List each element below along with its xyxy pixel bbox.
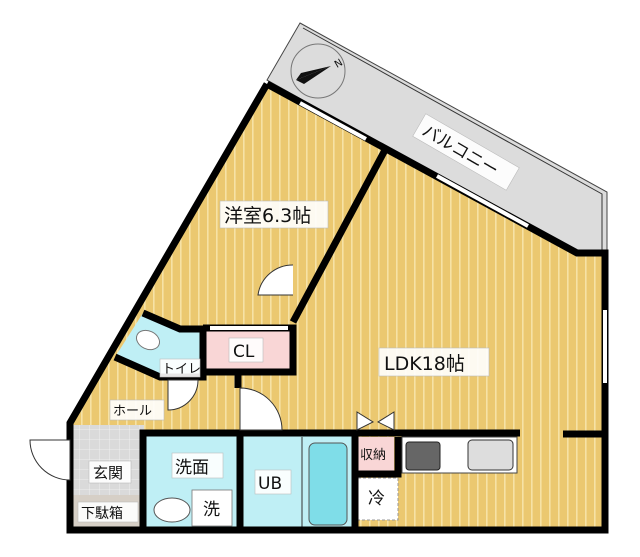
label-entrance: 玄関 [93, 464, 123, 482]
entrance-floor [72, 425, 144, 495]
label-fridge: 冷 [368, 489, 385, 509]
label-toilet: トイレ [162, 362, 201, 377]
label-western-room: 洋室6.3帖 [224, 205, 311, 227]
label-storage: 収納 [360, 448, 386, 463]
storage-closet [357, 437, 394, 472]
exterior-wall [66, 80, 609, 534]
fridge-space [357, 477, 399, 521]
toilet-bowl-icon [135, 329, 161, 351]
label-closet: CL [233, 342, 255, 362]
label-shoe-cabinet: 下駄箱 [81, 506, 123, 522]
washer-space [191, 489, 233, 527]
door[interactable] [29, 264, 395, 481]
window [210, 101, 607, 383]
label-unit-bath: UB [258, 474, 282, 494]
kitchen-sink-icon [467, 439, 514, 471]
label-hall: ホール [113, 404, 152, 419]
label-ldk: LDK18帖 [384, 353, 465, 375]
label-washer: 洗 [203, 500, 220, 520]
compass-label: N [333, 57, 345, 70]
compass-north-icon: N [290, 43, 346, 99]
label-washroom: 洗面 [175, 458, 209, 478]
stove-icon [405, 441, 441, 471]
bathtub-icon [308, 442, 348, 526]
sink-icon [153, 497, 191, 523]
